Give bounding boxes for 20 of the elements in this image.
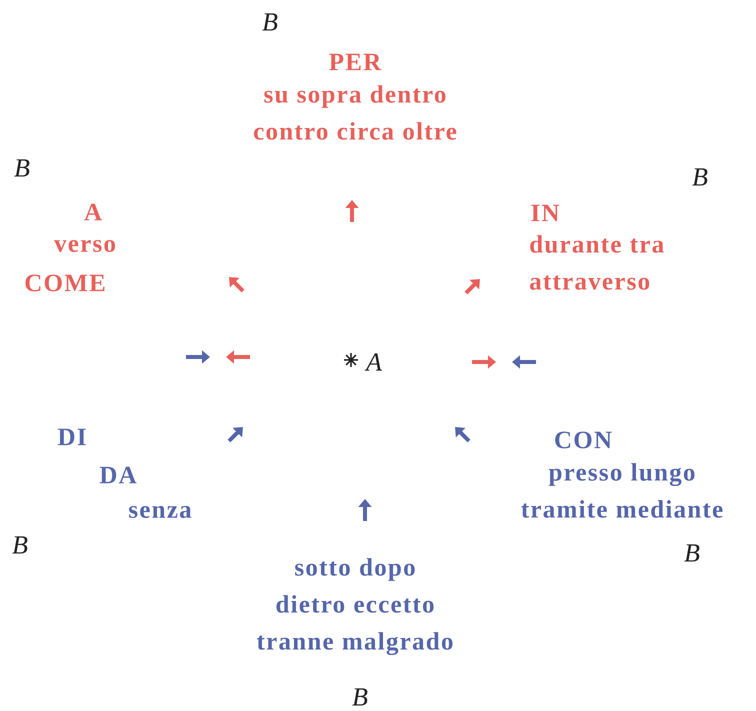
- preposition-label: IN: [531, 204, 560, 222]
- letter-label: B: [692, 168, 708, 186]
- letter-label: B: [684, 544, 700, 562]
- preposition-label: su sopra dentro contro circa oltre: [254, 85, 456, 140]
- preposition-label: durante tra attraverso: [530, 235, 664, 290]
- preposition-label: sotto dopo dietro eccetto tranne malgrado: [256, 558, 452, 656]
- preposition-label: PER: [329, 54, 382, 70]
- preposition-label: presso lungo tramite mediante: [521, 463, 722, 518]
- letter-label: A: [364, 353, 382, 371]
- preposition-label: senza: [129, 506, 192, 518]
- letter-label: B: [12, 536, 28, 554]
- preposition-label: DA: [100, 466, 136, 484]
- preposition-label: COME: [25, 274, 104, 292]
- letter-label: B: [14, 159, 30, 177]
- preposition-label: DI: [58, 428, 86, 446]
- preposition-label: A: [84, 204, 102, 220]
- preposition-label: verso: [54, 240, 115, 252]
- preposition-label: CON: [555, 432, 612, 448]
- letter-label: B: [352, 688, 368, 706]
- letter-label: B: [262, 13, 278, 31]
